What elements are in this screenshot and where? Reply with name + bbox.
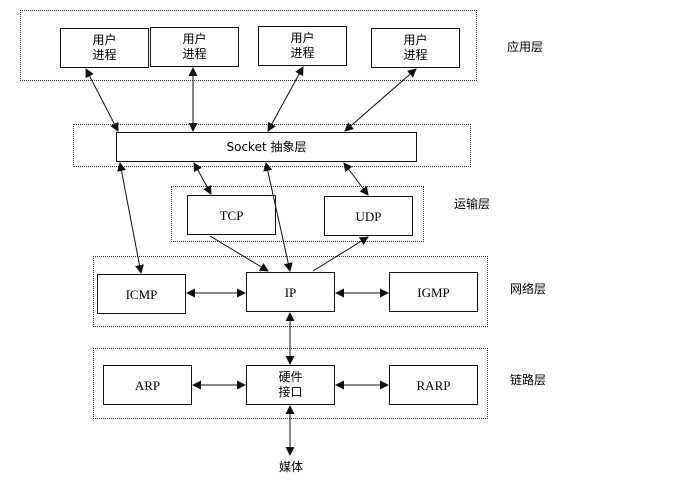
rarp-label: RARP — [416, 377, 451, 393]
arrow-socket-tcp — [193, 162, 212, 195]
user-process-box-2: 用户 进程 — [150, 27, 239, 67]
arrow-process1-socket — [85, 68, 119, 132]
icmp-label: ICMP — [125, 286, 158, 302]
tcp-box: TCP — [187, 195, 276, 235]
arp-label: ARP — [134, 377, 161, 393]
arrow-socket-udp — [343, 162, 369, 196]
arrow-process3-socket — [267, 66, 304, 132]
user-process-box-4: 用户 进程 — [371, 28, 460, 68]
arrow-socket-ip — [263, 162, 293, 272]
udp-box: UDP — [324, 196, 413, 236]
media-label: 媒体 — [279, 460, 304, 474]
arrow-process4-socket — [344, 68, 417, 132]
arrow-udp-ip — [312, 236, 369, 272]
transport-layer-label: 运输层 — [454, 197, 491, 211]
socket-abstraction-box: Socket 抽象层 — [116, 132, 417, 162]
arrow-socket-icmp — [117, 162, 144, 274]
icmp-box: ICMP — [97, 274, 186, 314]
user-process-box-1: 用户 进程 — [60, 28, 149, 68]
network-layer-label: 网络层 — [510, 282, 547, 296]
user-process-label-3: 用户 进程 — [290, 31, 315, 60]
hardware-interface-box: 硬件 接口 — [246, 365, 335, 405]
arrow-tcp-ip — [209, 235, 269, 272]
user-process-label-1: 用户 进程 — [92, 33, 117, 62]
igmp-label: IGMP — [417, 284, 450, 300]
igmp-box: IGMP — [389, 272, 478, 312]
tcp-label: TCP — [219, 207, 244, 223]
udp-label: UDP — [355, 208, 382, 224]
user-process-box-3: 用户 进程 — [258, 26, 347, 66]
application-layer-label: 应用层 — [507, 40, 544, 54]
application-layer-zone — [20, 10, 477, 81]
hardware-interface-label: 硬件 接口 — [278, 370, 303, 399]
link-layer-label: 链路层 — [510, 373, 547, 387]
arp-box: ARP — [103, 365, 192, 405]
socket-abstraction-label: Socket 抽象层 — [226, 139, 307, 154]
transport-layer-zone — [171, 186, 424, 242]
rarp-box: RARP — [389, 365, 478, 405]
user-process-label-4: 用户 进程 — [403, 33, 428, 62]
ip-box: IP — [246, 272, 335, 312]
user-process-label-2: 用户 进程 — [182, 32, 207, 61]
ip-label: IP — [284, 284, 297, 300]
